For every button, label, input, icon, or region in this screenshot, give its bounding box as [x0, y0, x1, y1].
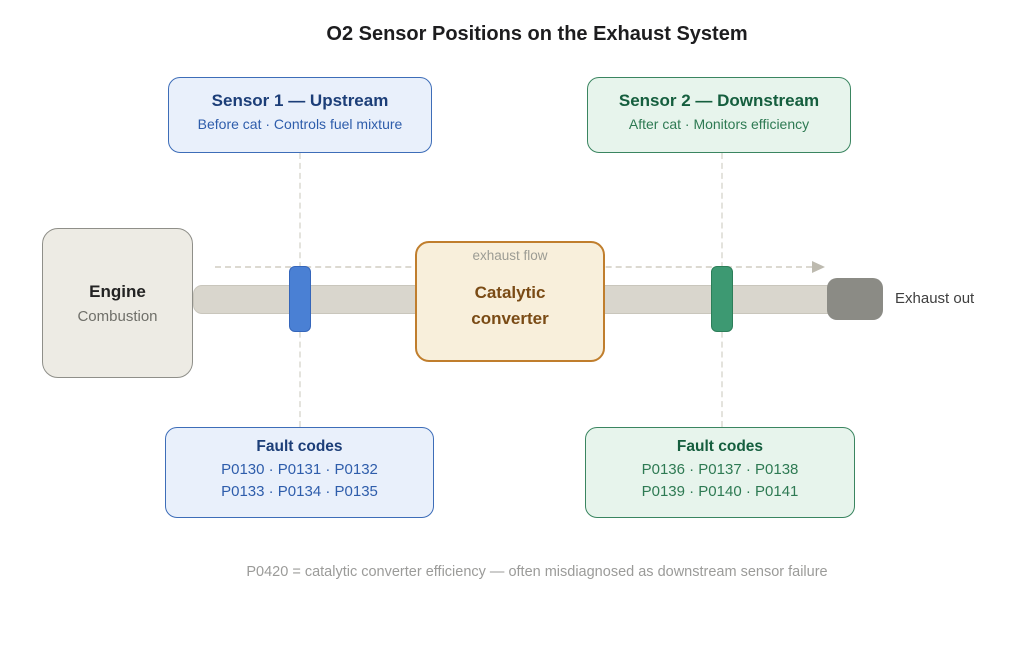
engine-title: Engine — [89, 281, 146, 301]
diagram-title: O2 Sensor Positions on the Exhaust Syste… — [326, 23, 748, 45]
downstream-fault-codes-line-2: P0139 · P0140 · P0141 — [641, 483, 799, 500]
upstream-fault-codes-card: Fault codes P0130 · P0131 · P0132 P0133 … — [165, 427, 434, 518]
upstream-sensor-marker — [289, 266, 311, 332]
downstream-fault-codes-line-1: P0136 · P0137 · P0138 — [641, 461, 799, 478]
sensor2-card-subtitle: After cat · Monitors efficiency — [628, 116, 810, 132]
upstream-fault-codes-line-1: P0130 · P0131 · P0132 — [221, 461, 378, 478]
catalytic-converter-box: exhaust flow Catalytic converter — [415, 241, 605, 362]
upstream-fault-codes-title: Fault codes — [256, 438, 343, 455]
sensor2-downstream-card: Sensor 2 — Downstream After cat · Monito… — [587, 77, 851, 153]
downstream-sensor-marker — [711, 266, 733, 332]
downstream-fault-codes-title: Fault codes — [676, 438, 764, 455]
catalytic-converter-label: Catalytic converter — [471, 283, 549, 328]
sensor1-upstream-card: Sensor 1 — Upstream Before cat · Control… — [168, 77, 432, 153]
p0420-footnote: P0420 = catalytic converter efficiency —… — [246, 564, 828, 580]
sensor2-card-title: Sensor 2 — Downstream — [618, 91, 820, 110]
engine-subtitle: Combustion — [77, 307, 158, 325]
exhaust-out-label: Exhaust out — [895, 290, 975, 307]
sensor1-card-subtitle: Before cat · Controls fuel mixture — [197, 116, 403, 132]
exhaust-outlet-tip — [827, 278, 883, 320]
upstream-fault-codes-line-2: P0133 · P0134 · P0135 — [221, 483, 378, 500]
downstream-fault-codes-card: Fault codes P0136 · P0137 · P0138 P0139 … — [585, 427, 855, 518]
exhaust-flow-arrow-icon — [812, 261, 825, 273]
exhaust-flow-label: exhaust flow — [472, 248, 548, 263]
sensor1-card-title: Sensor 1 — Upstream — [211, 91, 389, 110]
engine-box: Engine Combustion — [42, 228, 193, 378]
